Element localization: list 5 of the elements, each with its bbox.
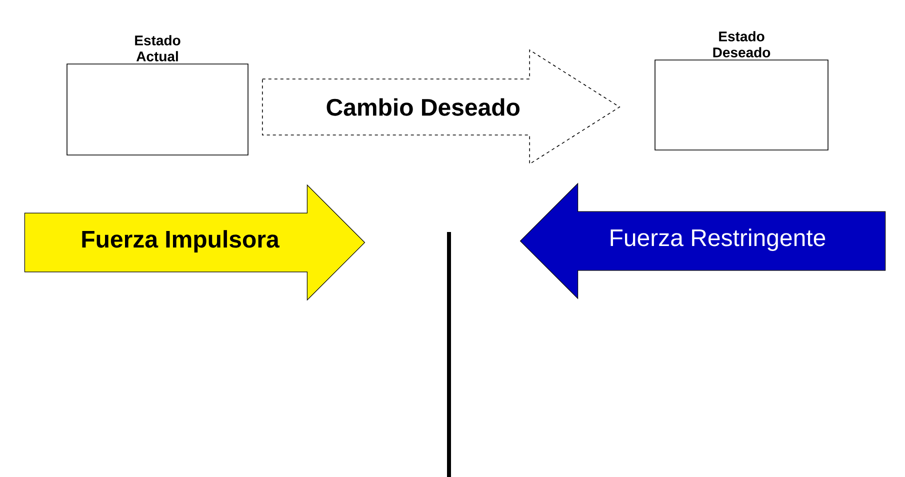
node-label: Estado Deseado (713, 31, 770, 58)
edge-label: Cambio Deseado (324, 97, 522, 117)
state-box: Estado Actual (66, 35, 248, 156)
state-box: Estado Deseado (654, 31, 828, 150)
node-label: Estado Actual (135, 35, 180, 62)
